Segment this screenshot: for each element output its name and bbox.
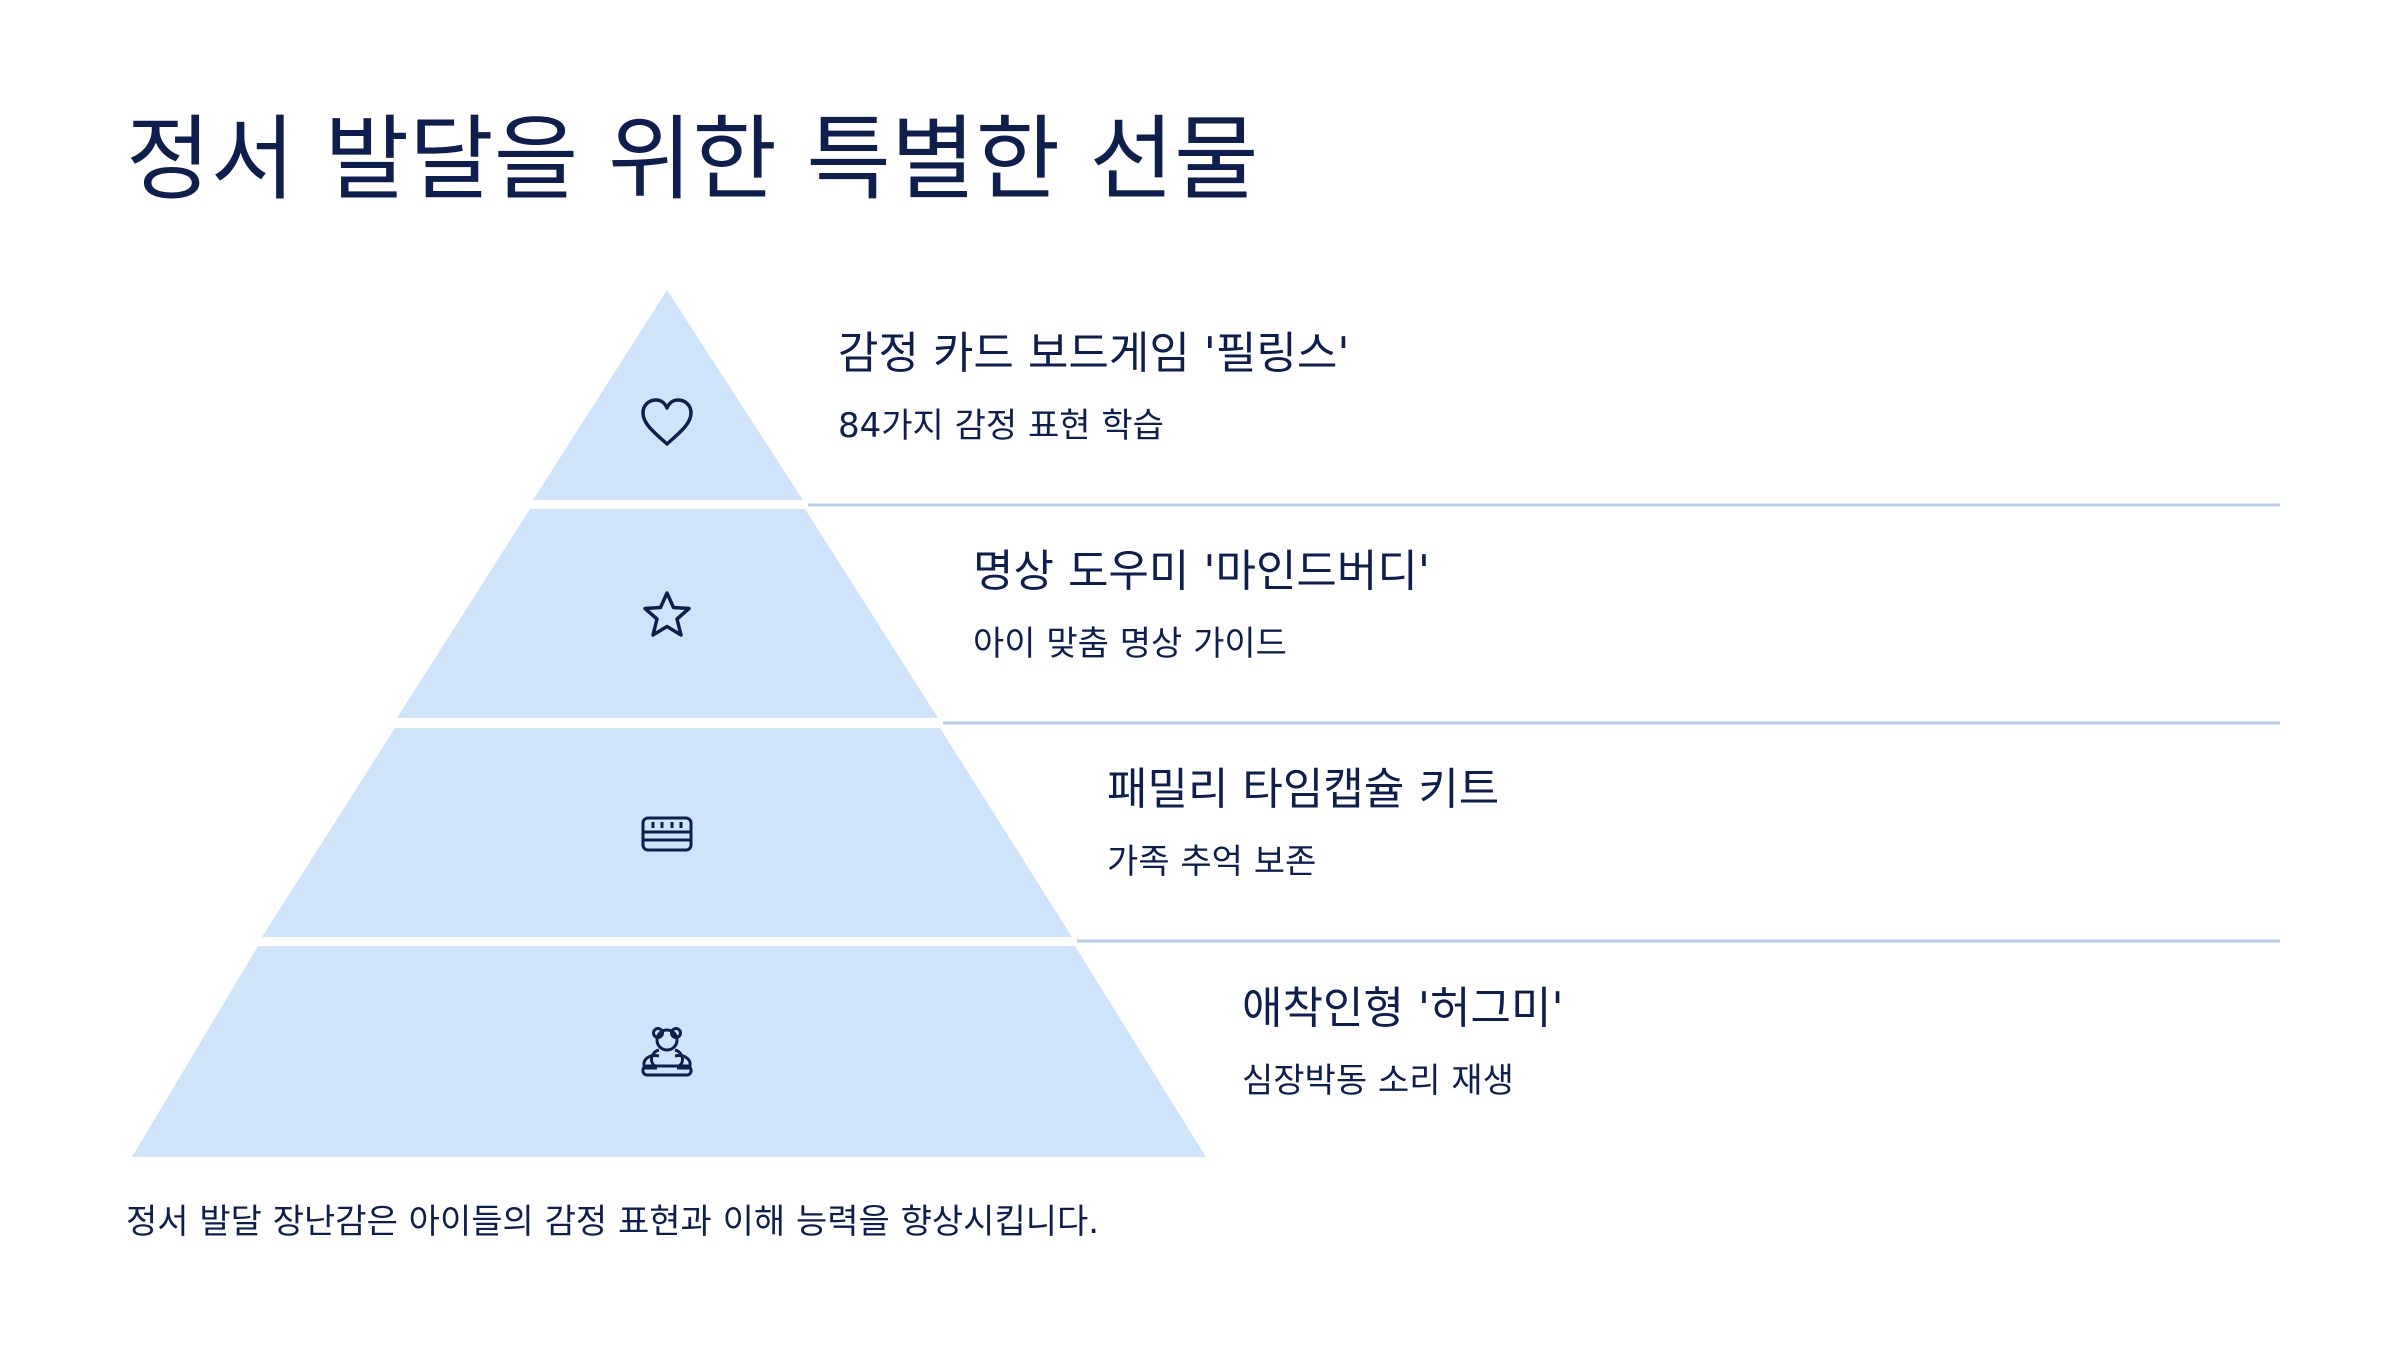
pyramid-tier-4: [132, 946, 1206, 1157]
footer-caption: 정서 발달 장난감은 아이들의 감정 표현과 이해 능력을 향상시킵니다.: [126, 1202, 1100, 1242]
star-icon: [643, 591, 691, 637]
tier-4-desc: 심장박동 소리 재생: [1242, 1061, 1514, 1101]
pyramid-tier-1: [533, 290, 803, 500]
heart-icon: [641, 398, 693, 446]
tier-4-title: 애착인형 '허그미': [1242, 983, 1564, 1034]
tier-1-desc: 84가지 감정 표현 학습: [838, 406, 1164, 446]
tier-2-title: 명상 도우미 '마인드버디': [973, 546, 1430, 597]
tier-1-title: 감정 카드 보드게임 '필링스': [838, 328, 1350, 379]
tier-2-desc: 아이 맞춤 명상 가이드: [973, 624, 1287, 664]
page-title: 정서 발달을 위한 특별한 선물: [126, 106, 1259, 213]
pyramid-tier-2: [397, 509, 938, 718]
tier-3-title: 패밀리 타임캡슐 키트: [1107, 764, 1500, 815]
tier-3-text: 패밀리 타임캡슐 키트 가족 추억 보존: [1107, 762, 1499, 884]
capsule-icon: [641, 816, 693, 852]
tier-2-text: 명상 도우미 '마인드버디' 아이 맞춤 명상 가이드: [973, 544, 1430, 666]
tier-3-desc: 가족 추억 보존: [1107, 842, 1317, 882]
tier-1-text: 감정 카드 보드게임 '필링스' 84가지 감정 표현 학습: [838, 326, 1349, 448]
teddy-bear-icon: [641, 1027, 693, 1077]
tier-4-text: 애착인형 '허그미' 심장박동 소리 재생: [1242, 981, 1564, 1103]
